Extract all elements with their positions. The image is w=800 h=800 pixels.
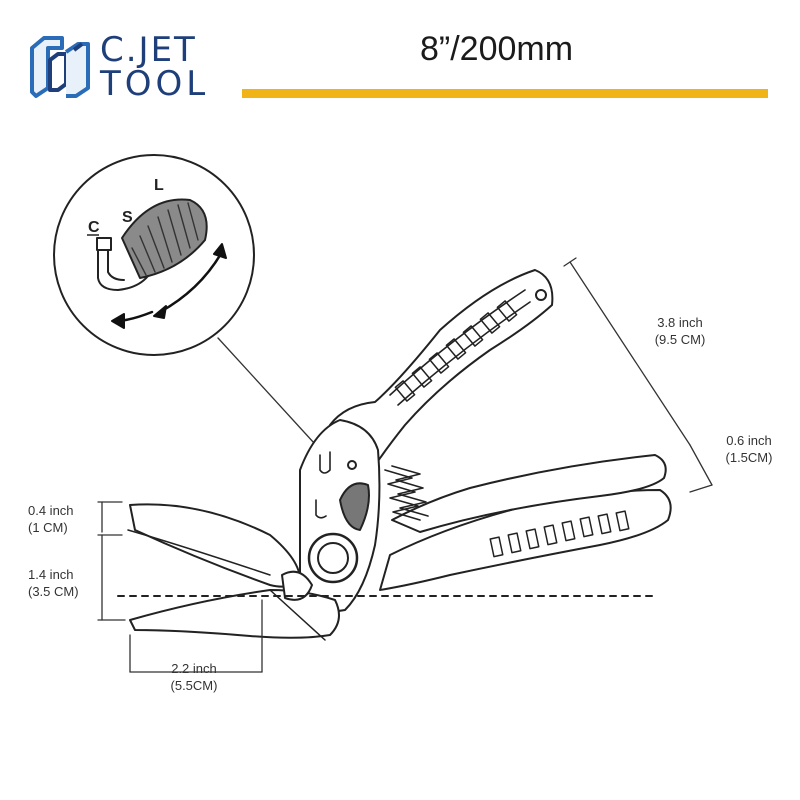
inset-label-l: L <box>154 177 164 194</box>
upper-handle <box>329 269 554 471</box>
dim-handle-length-inch: 3.8 inch <box>657 315 703 330</box>
cj-cube-logo-icon <box>30 36 90 98</box>
page-title: 8”/200mm <box>420 30 574 68</box>
dim-blade-height: 1.4 inch (3.5 CM) <box>28 566 98 600</box>
dim-handle-length-cm: (9.5 CM) <box>654 332 706 347</box>
inset-label-s: S <box>122 209 133 226</box>
pivot-body <box>299 419 381 613</box>
dim-blade-length: 2.2 inch (5.5CM) <box>156 660 232 694</box>
brand-name-line1: C.JET <box>100 30 197 70</box>
brand-name-line2: TOOL <box>100 64 210 104</box>
dim-blade-length-cm: (5.5CM) <box>170 678 218 693</box>
dimension-lines <box>97 257 713 673</box>
dim-handle-width-cm: (1.5CM) <box>725 450 773 465</box>
dim-blade-height-cm: (3.5 CM) <box>28 584 79 599</box>
spring <box>384 465 429 521</box>
lower-handle <box>379 454 672 591</box>
inset-label-c: C <box>88 219 100 236</box>
title-underline-bar <box>242 89 768 98</box>
dim-blade-height-inch: 1.4 inch <box>28 567 74 582</box>
blades <box>127 503 340 641</box>
dim-blade-gap: 0.4 inch (1 CM) <box>28 502 90 536</box>
dim-blade-gap-cm: (1 CM) <box>28 520 68 535</box>
dim-blade-length-inch: 2.2 inch <box>171 661 217 676</box>
lock-switch-detail-inset <box>53 154 326 456</box>
dim-blade-gap-inch: 0.4 inch <box>28 503 74 518</box>
dim-handle-width: 0.6 inch (1.5CM) <box>714 432 784 466</box>
dim-handle-length: 3.8 inch (9.5 CM) <box>640 314 720 348</box>
dim-handle-width-inch: 0.6 inch <box>726 433 772 448</box>
